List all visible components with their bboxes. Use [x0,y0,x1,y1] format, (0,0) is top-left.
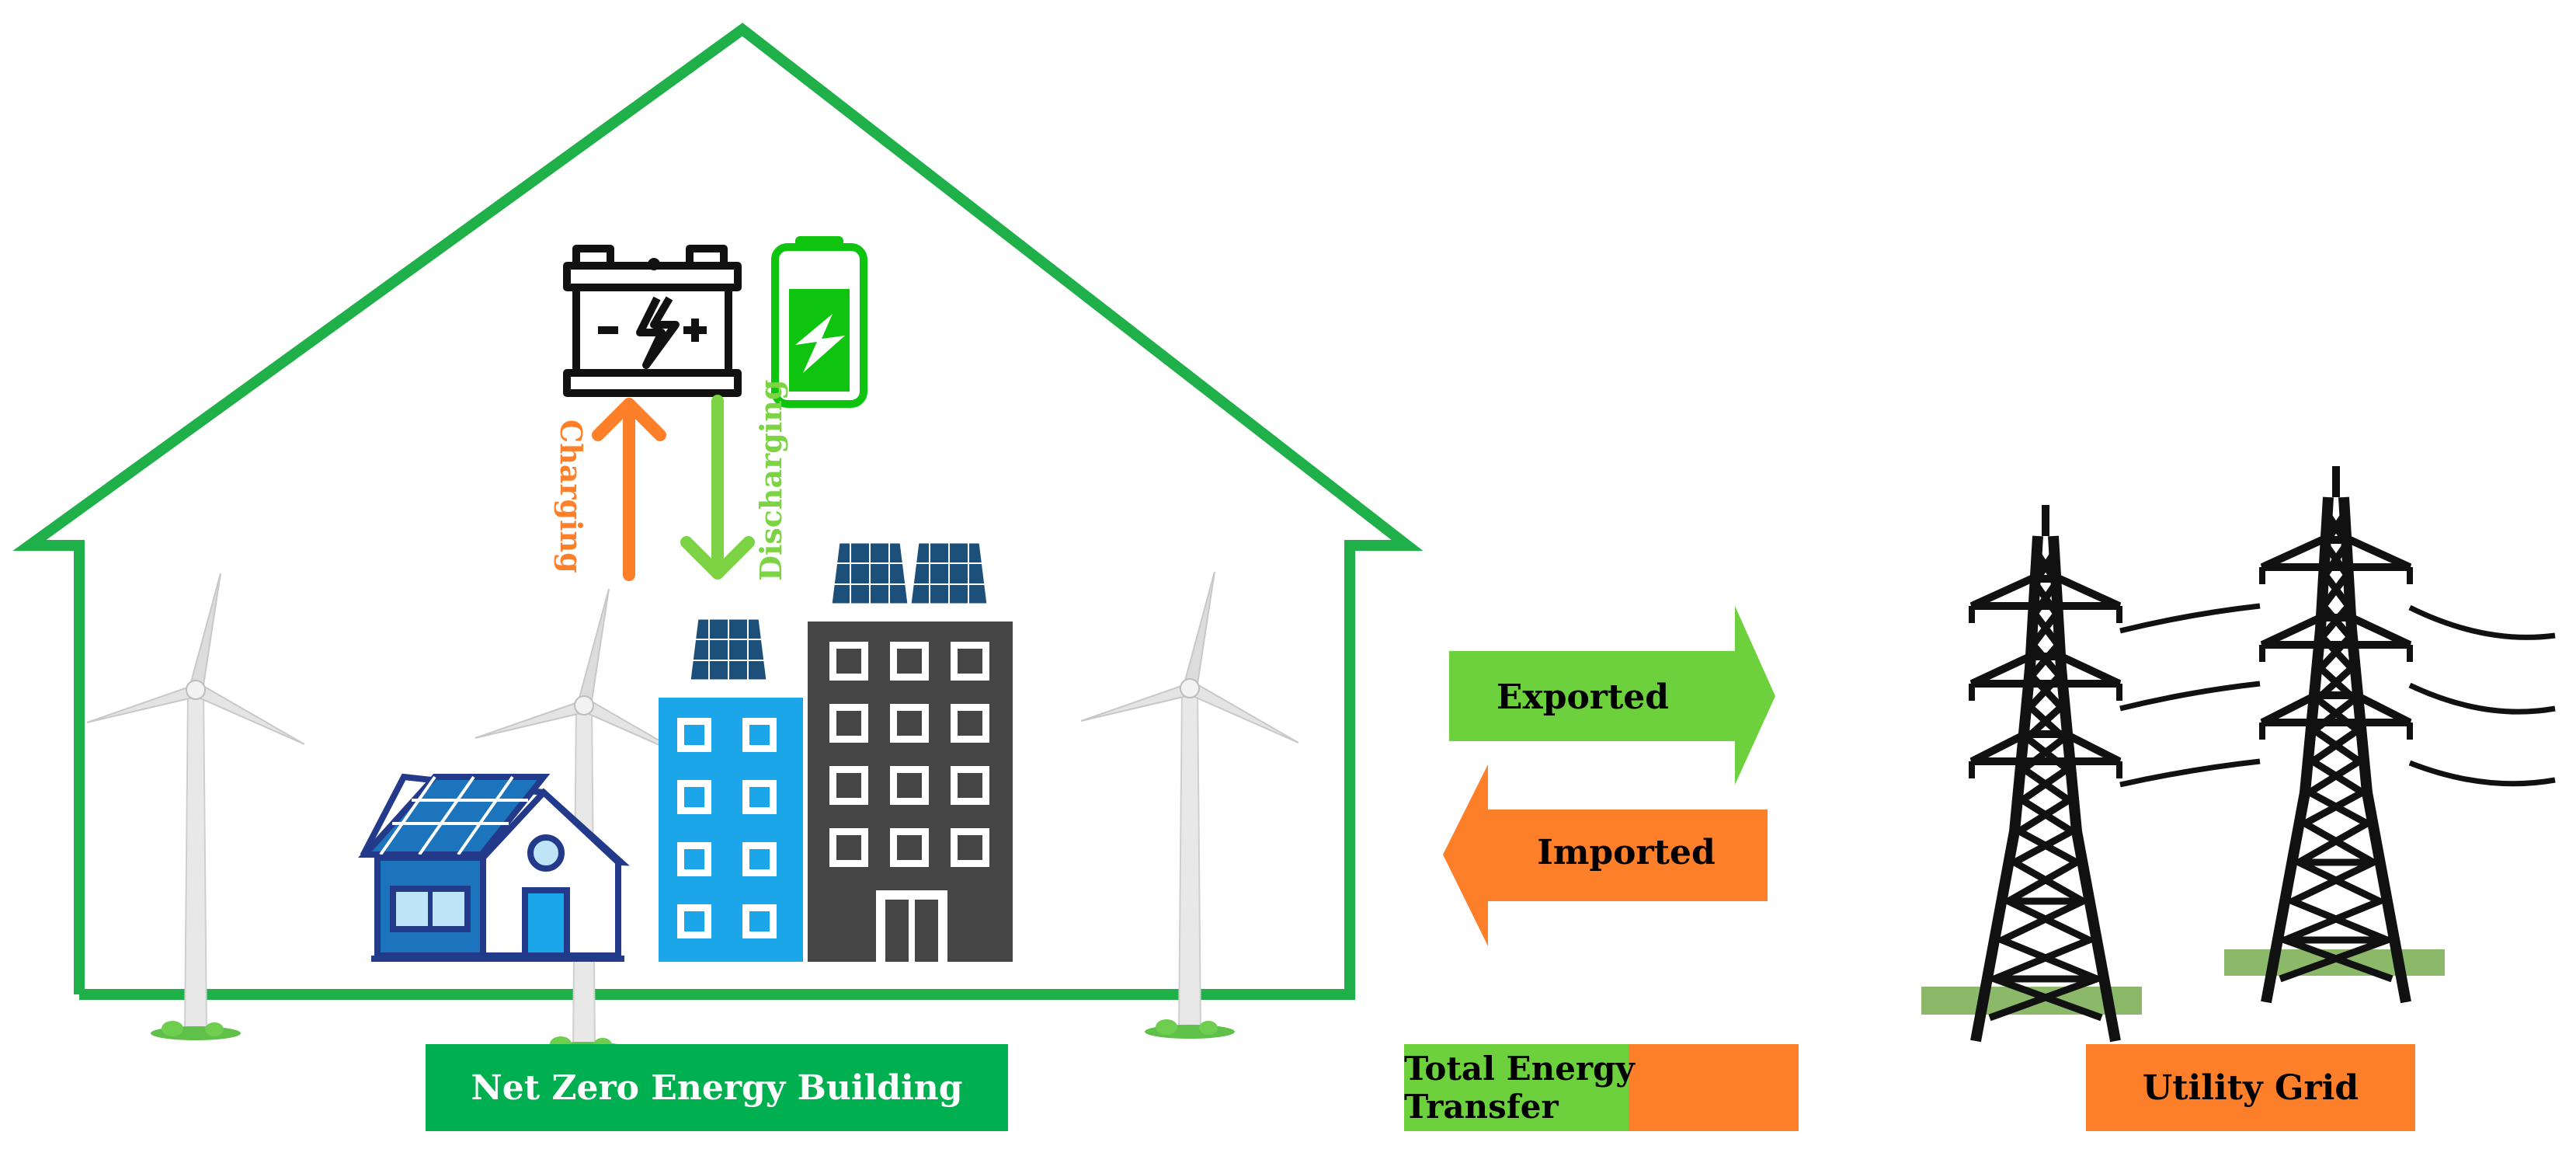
battery-icon [563,245,742,397]
discharging-arrow [680,395,755,580]
discharging-label: Discharging [753,380,788,581]
charged-battery-icon [771,236,867,408]
power-lines [2119,603,2556,788]
wind-turbine-icon [1080,571,1299,1039]
office-building-icon [659,617,803,962]
charging-arrow [592,398,666,581]
imported-arrow [1443,764,1768,946]
office-building-icon [808,541,1013,962]
utility-grid-label: Utility Grid [2086,1044,2415,1131]
charging-label: Charging [554,420,589,573]
nzeb-label: Net Zero Energy Building [426,1044,1008,1131]
house-outline [12,23,1424,1000]
exported-arrow [1449,606,1775,785]
house-icon [358,773,630,962]
total-energy-transfer-label: Total Energy Transfer [1404,1044,1799,1131]
wind-turbine-icon [86,573,305,1041]
tower-icon [1921,505,2142,1041]
imported-label: Imported [1537,833,1716,872]
exported-label: Exported [1497,677,1669,717]
tower-icon [2224,466,2445,1002]
